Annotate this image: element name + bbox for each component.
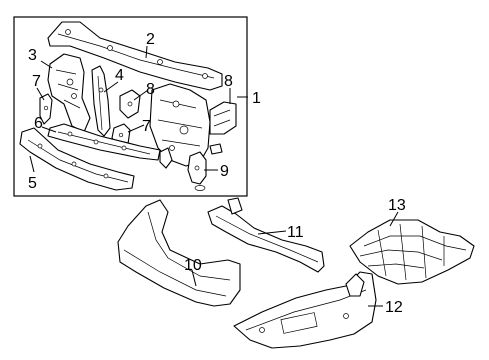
part-lower-tie-bar xyxy=(47,123,161,161)
part-right-bracket xyxy=(209,101,237,135)
callout-13: 13 xyxy=(388,197,406,214)
callout-10: 10 xyxy=(184,257,202,274)
callout-2: 2 xyxy=(146,31,155,48)
callout-8-center: 8 xyxy=(146,81,155,98)
part-splash-shield xyxy=(349,219,475,285)
callout-5: 5 xyxy=(28,175,37,192)
part-upper-tie-bar xyxy=(47,21,223,91)
part-left-deflector xyxy=(117,199,241,307)
part-bottom-crossmember xyxy=(19,127,135,191)
callout-8-right: 8 xyxy=(224,73,233,90)
part-center-bracket xyxy=(119,89,141,119)
callout-12: 12 xyxy=(385,299,403,316)
callout-11: 11 xyxy=(287,224,304,241)
callout-3: 3 xyxy=(28,47,37,64)
callout-1: 1 xyxy=(252,90,261,107)
callout-4: 4 xyxy=(115,67,124,84)
callout-7-center: 7 xyxy=(142,118,151,135)
callout-6: 6 xyxy=(34,115,43,132)
part-right-side-panel xyxy=(149,83,211,169)
part-small-bracket-left xyxy=(39,93,53,125)
part-small-clip xyxy=(209,143,223,155)
callout-9: 9 xyxy=(220,163,229,180)
part-lower-right-bracket xyxy=(187,151,207,191)
callout-7-left: 7 xyxy=(32,73,41,90)
part-lower-tray xyxy=(233,271,377,349)
part-left-side-panel xyxy=(47,53,91,133)
part-center-deflector xyxy=(207,197,325,273)
assembly-frame xyxy=(13,16,248,197)
part-vertical-bracket xyxy=(91,65,111,137)
leader-lines xyxy=(29,45,399,307)
